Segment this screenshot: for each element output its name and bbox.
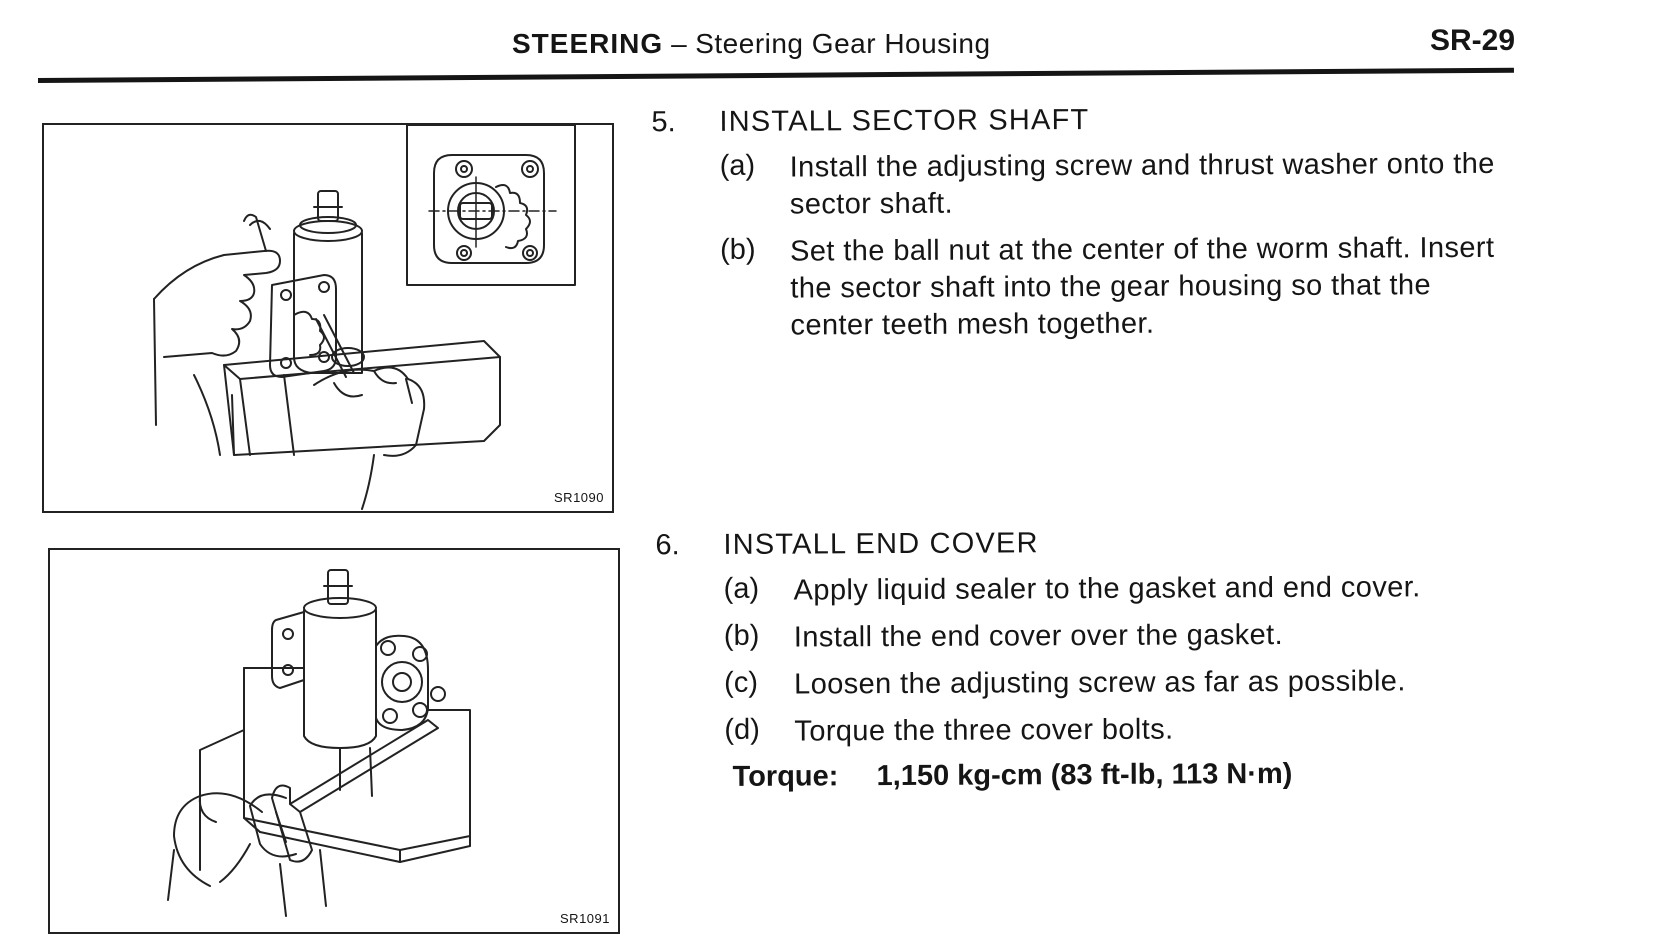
header-rule xyxy=(37,67,1514,83)
step-heading: 5. INSTALL SECTOR SHAFT xyxy=(651,102,1521,151)
list-item: (b) Set the ball nut at the center of th… xyxy=(720,230,1523,345)
step-install-end-cover: 6. INSTALL END COVER (a) Apply liquid se… xyxy=(655,525,1526,795)
step-title: INSTALL END COVER xyxy=(723,527,1039,561)
step-number: 5. xyxy=(651,106,676,139)
torque-spec: Torque: 1,150 kg-cm (83 ft-lb, 113 N·m) xyxy=(733,757,1527,794)
item-text: Install the adjusting screw and thrust w… xyxy=(789,147,1495,221)
item-letter: (b) xyxy=(720,233,756,266)
list-item: (c) Loosen the adjusting screw as far as… xyxy=(724,663,1526,704)
step-number: 6. xyxy=(655,529,680,562)
item-letter: (d) xyxy=(724,713,760,746)
figure-label: SR1090 xyxy=(554,490,604,505)
page-header: STEERING–Steering Gear Housing SR-29 xyxy=(0,0,1666,90)
torque-value: 1,150 kg-cm (83 ft-lb, 113 N·m) xyxy=(876,757,1293,793)
step-install-sector-shaft: 5. INSTALL SECTOR SHAFT (a) Install the … xyxy=(651,102,1522,356)
item-letter: (a) xyxy=(719,149,756,182)
list-item: (b) Install the end cover over the gaske… xyxy=(724,616,1526,657)
step-title: INSTALL SECTOR SHAFT xyxy=(719,103,1090,138)
figure-sector-shaft: SR1090 xyxy=(42,123,614,513)
item-letter: (c) xyxy=(724,666,759,699)
item-text: Set the ball nut at the center of the wo… xyxy=(790,231,1495,342)
header-title: STEERING–Steering Gear Housing xyxy=(512,28,991,60)
header-separator: – xyxy=(671,28,688,59)
list-item: (a) Install the adjusting screw and thru… xyxy=(720,146,1522,224)
header-subsection: Steering Gear Housing xyxy=(695,28,991,59)
list-item: (d) Torque the three cover bolts. xyxy=(724,710,1526,751)
illustration-sector-shaft-install xyxy=(153,125,576,510)
step-heading: 6. INSTALL END COVER xyxy=(655,525,1525,574)
item-text: Install the end cover over the gasket. xyxy=(793,618,1284,654)
item-text: Apply liquid sealer to the gasket and en… xyxy=(793,571,1421,607)
item-letter: (b) xyxy=(723,619,760,652)
item-text: Torque the three cover bolts. xyxy=(794,713,1174,748)
page-number: SR-29 xyxy=(1430,24,1516,57)
item-text: Loosen the adjusting screw as far as pos… xyxy=(794,665,1406,701)
torque-label: Torque: xyxy=(732,760,839,793)
figure-end-cover: SR1091 xyxy=(48,548,620,934)
illustration-end-cover-torque xyxy=(167,569,471,917)
header-section: STEERING xyxy=(512,28,664,59)
list-item: (a) Apply liquid sealer to the gasket an… xyxy=(724,569,1526,610)
figure-label: SR1091 xyxy=(560,911,610,926)
item-letter: (a) xyxy=(723,572,760,605)
